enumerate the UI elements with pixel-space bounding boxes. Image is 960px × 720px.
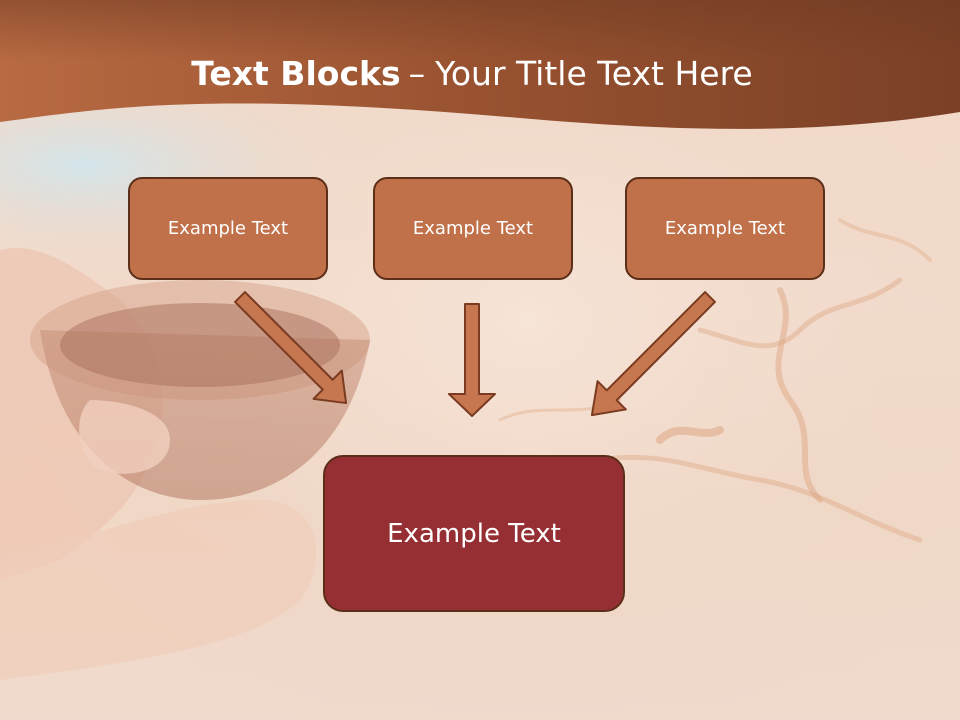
- title-rest: Your Title Text Here: [435, 54, 753, 93]
- text-block-1[interactable]: Example Text: [128, 177, 328, 280]
- arrow-left-icon: [234, 291, 348, 405]
- arrow-center-icon: [448, 303, 496, 417]
- header-banner: [0, 0, 960, 129]
- target-text-block[interactable]: Example Text: [323, 455, 625, 612]
- text-block-3[interactable]: Example Text: [625, 177, 825, 280]
- title-bold: Text Blocks: [191, 54, 401, 93]
- slide-title: Text Blocks–Your Title Text Here: [0, 52, 944, 96]
- title-dash: –: [408, 54, 426, 93]
- text-block-2[interactable]: Example Text: [373, 177, 573, 280]
- arrow-right-icon: [590, 291, 716, 417]
